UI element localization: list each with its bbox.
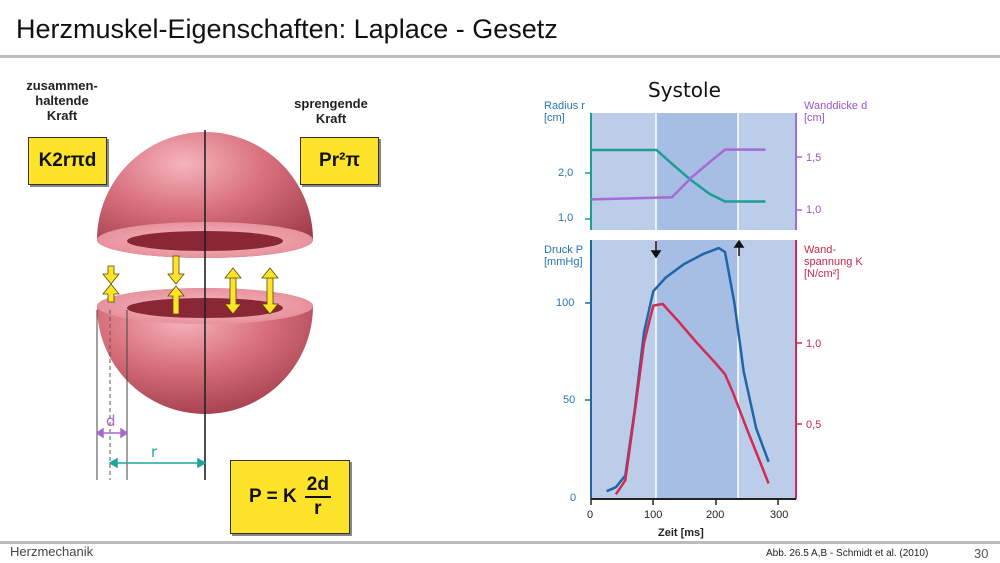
page-number: 30 <box>974 546 989 561</box>
x-tick-0: 0 <box>587 509 594 521</box>
x-tick-100: 100 <box>644 509 663 521</box>
laplace-lhs: P = K <box>249 486 297 507</box>
wall-tension-axis-label: Wand- spannung K [N/cm²] <box>804 244 863 280</box>
bursting-force-label: sprengende Kraft <box>294 96 368 126</box>
d-label: d <box>106 412 116 430</box>
laplace-numerator: 2d <box>304 474 331 498</box>
wall-thickness-axis-label: Wanddicke d [cm] <box>804 100 868 124</box>
wall-tick-15: 1,5 <box>806 152 822 164</box>
systole-heading: Systole <box>648 78 721 102</box>
laplace-fraction: 2d r <box>304 474 331 520</box>
sphere-diagram: d r <box>95 130 313 480</box>
axis-ticks <box>585 156 802 505</box>
x-tick-200: 200 <box>706 509 725 521</box>
laplace-denominator: r <box>314 498 322 519</box>
pressure-tick-100: 100 <box>556 297 575 309</box>
series-wanddicke-d <box>590 148 766 201</box>
pressure-tick-0: 0 <box>570 492 577 504</box>
r-label: r <box>151 443 158 461</box>
pressure-tick-50: 50 <box>563 394 576 406</box>
bursting-force-formula: Pr²π <box>300 137 379 185</box>
holding-force-formula: K2rπd <box>28 137 107 185</box>
holding-force-label: zusammen- haltende Kraft <box>26 78 98 123</box>
d-dimension <box>95 427 129 439</box>
tension-tick-10: 1,0 <box>806 338 822 350</box>
wall-tick-10: 1,0 <box>806 204 822 216</box>
laplace-formula-box: P = K 2d r <box>230 460 350 534</box>
footer-topic: Herzmechanik <box>10 544 94 559</box>
force-arrows <box>102 255 279 315</box>
slide-title: Herzmuskel-Eigenschaften: Laplace - Gese… <box>16 14 558 44</box>
valve-event-arrows <box>650 239 745 259</box>
r-dimension <box>108 457 207 469</box>
radius-tick-1: 1,0 <box>558 212 574 224</box>
x-axis-label: Zeit [ms] <box>658 527 704 539</box>
radius-axis-label: Radius r [cm] <box>544 100 585 124</box>
radius-tick-2: 2,0 <box>558 167 574 179</box>
title-rule <box>0 55 1000 58</box>
x-tick-300: 300 <box>770 509 789 521</box>
chart-axes <box>590 113 797 500</box>
footer-rule <box>0 541 1000 544</box>
tension-tick-05: 0,5 <box>806 419 822 431</box>
series-wandspannung-k <box>614 302 770 495</box>
footer-source: Abb. 26.5 A,B - Schmidt et al. (2010) <box>766 548 929 559</box>
pressure-axis-label: Druck P [mmHg] <box>544 244 584 268</box>
bottom-systole-band <box>656 240 738 499</box>
